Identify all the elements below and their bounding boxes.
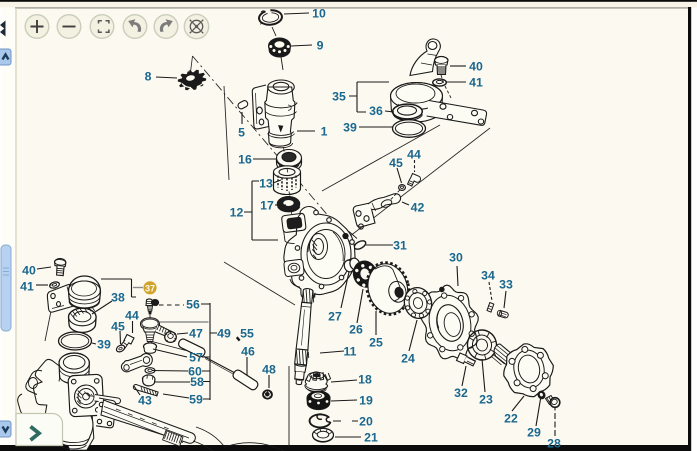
svg-text:20: 20 — [359, 415, 373, 429]
svg-text:41: 41 — [469, 76, 483, 90]
svg-text:17: 17 — [260, 199, 274, 213]
svg-text:23: 23 — [479, 393, 493, 407]
svg-text:27: 27 — [328, 310, 342, 324]
svg-text:59: 59 — [189, 393, 203, 407]
svg-text:31: 31 — [393, 239, 407, 253]
svg-text:10: 10 — [312, 7, 326, 21]
svg-text:58: 58 — [190, 375, 204, 389]
svg-text:45: 45 — [111, 320, 125, 334]
svg-text:35: 35 — [332, 90, 346, 104]
svg-text:36: 36 — [369, 104, 383, 118]
svg-text:24: 24 — [401, 352, 415, 366]
svg-text:55: 55 — [240, 327, 254, 341]
svg-text:57: 57 — [189, 351, 203, 365]
svg-text:39: 39 — [343, 121, 357, 135]
svg-text:37: 37 — [145, 283, 155, 293]
svg-text:56: 56 — [186, 298, 200, 312]
svg-text:22: 22 — [504, 412, 518, 426]
svg-text:12: 12 — [230, 206, 244, 220]
svg-text:41: 41 — [20, 280, 34, 294]
svg-text:43: 43 — [138, 394, 152, 408]
svg-text:48: 48 — [262, 363, 276, 377]
svg-text:28: 28 — [547, 437, 561, 451]
svg-text:1: 1 — [321, 125, 328, 139]
svg-text:13: 13 — [259, 177, 273, 191]
svg-text:16: 16 — [238, 153, 252, 167]
svg-text:5: 5 — [238, 126, 245, 140]
svg-text:39: 39 — [97, 338, 111, 352]
svg-text:32: 32 — [454, 386, 468, 400]
svg-text:40: 40 — [22, 264, 36, 278]
svg-text:29: 29 — [527, 426, 541, 440]
svg-text:9: 9 — [317, 39, 324, 53]
svg-text:44: 44 — [125, 309, 139, 323]
svg-text:18: 18 — [358, 373, 372, 387]
svg-text:8: 8 — [145, 70, 152, 84]
svg-text:11: 11 — [344, 345, 357, 359]
svg-text:44: 44 — [407, 148, 421, 162]
svg-text:42: 42 — [411, 201, 425, 215]
svg-text:60: 60 — [188, 365, 202, 379]
svg-text:47: 47 — [189, 327, 203, 341]
svg-text:40: 40 — [469, 60, 483, 74]
svg-text:33: 33 — [499, 278, 513, 292]
svg-text:46: 46 — [241, 345, 255, 359]
svg-text:26: 26 — [349, 323, 363, 337]
svg-text:30: 30 — [449, 251, 463, 265]
svg-text:25: 25 — [369, 336, 383, 350]
svg-text:34: 34 — [481, 269, 495, 283]
svg-text:45: 45 — [389, 156, 403, 170]
svg-text:19: 19 — [359, 394, 373, 408]
svg-text:38: 38 — [111, 291, 125, 305]
svg-text:21: 21 — [364, 431, 378, 445]
svg-text:49: 49 — [217, 327, 231, 341]
